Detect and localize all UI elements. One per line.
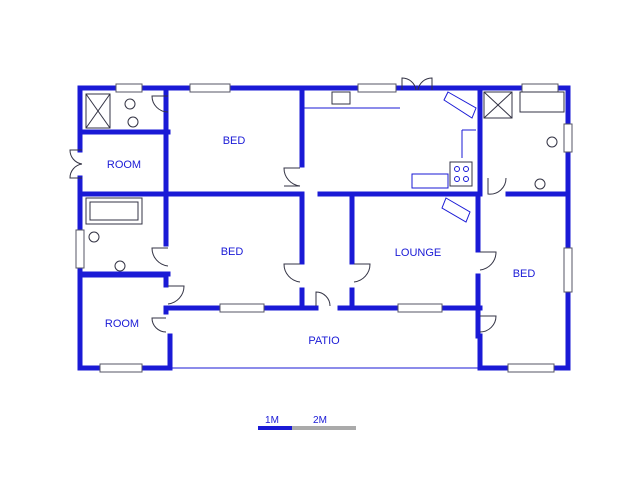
scale-label-2m: 2M xyxy=(313,415,327,426)
scale-bar: 1M 2M xyxy=(258,415,356,430)
bath-icon xyxy=(519,91,565,113)
room-label-lounge: LOUNGE xyxy=(395,247,441,259)
room-label-room-top: ROOM xyxy=(107,159,141,171)
room-label-bed-top: BED xyxy=(223,135,246,147)
room-label-patio: PATIO xyxy=(308,335,340,347)
toilet-icon xyxy=(546,136,558,148)
sink-icon xyxy=(331,91,351,105)
windows xyxy=(75,83,573,373)
room-label-bed-middle: BED xyxy=(221,246,244,258)
scale-segment-light xyxy=(292,426,356,430)
basin-icon xyxy=(114,260,126,272)
walls xyxy=(77,85,571,371)
toilet-icon xyxy=(127,116,139,128)
basin-icon xyxy=(124,98,136,110)
scale-segment-dark xyxy=(258,426,292,430)
scale-label-1m: 1M xyxy=(265,415,279,426)
room-label-bed-right: BED xyxy=(513,268,536,280)
doors xyxy=(69,77,507,333)
stove-icon xyxy=(449,161,473,187)
basin-icon xyxy=(534,178,546,190)
toilet-icon xyxy=(88,231,100,243)
fixtures xyxy=(85,91,565,272)
room-label-room-bottom: ROOM xyxy=(105,318,139,330)
